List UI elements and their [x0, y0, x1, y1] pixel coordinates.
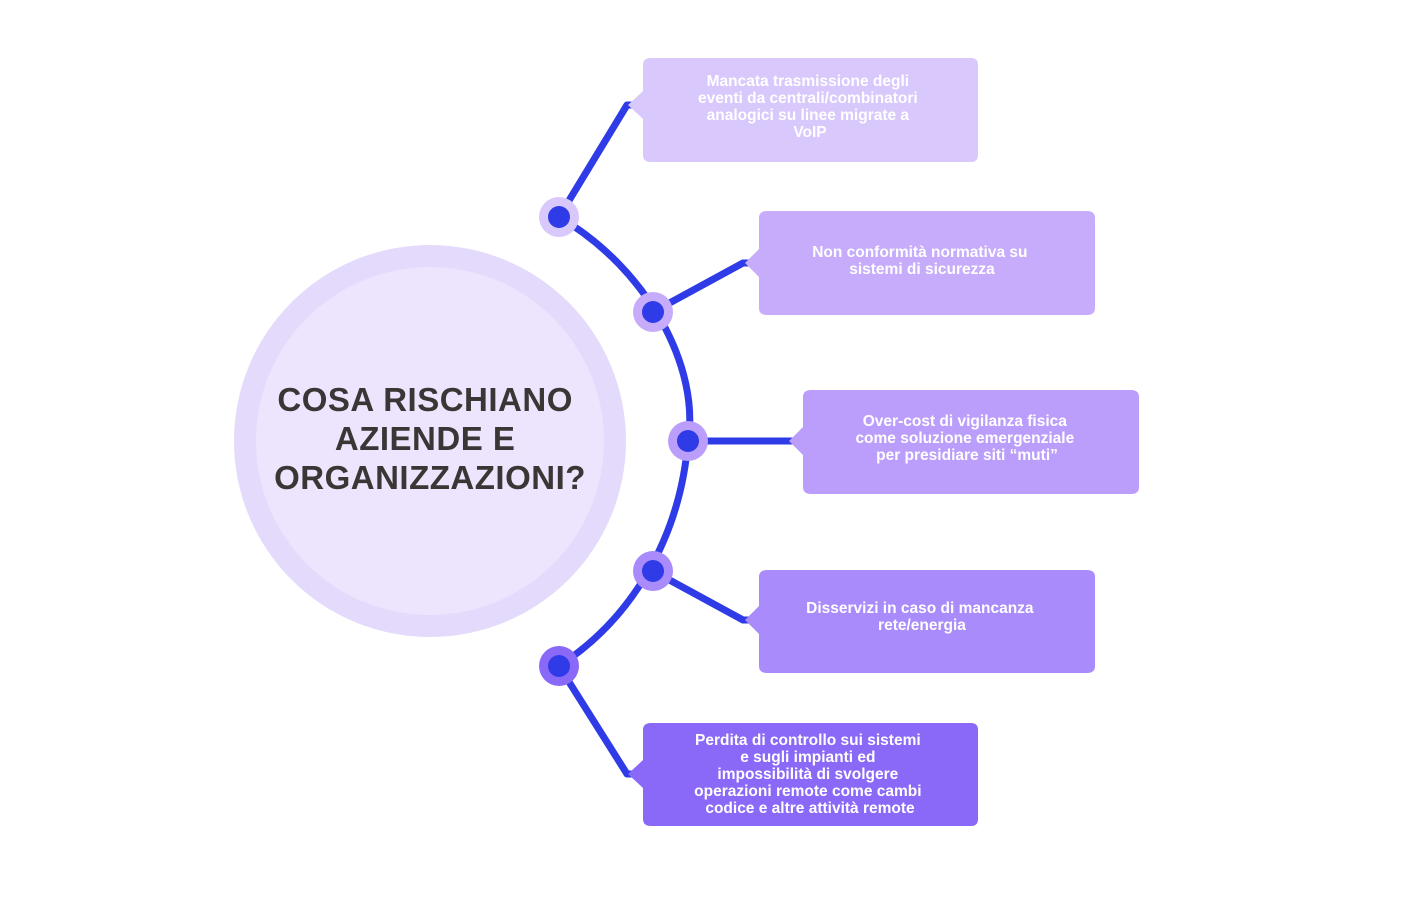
risk-box-shape [745, 570, 1095, 673]
risk-line: Non conformità normativa su [812, 244, 1027, 261]
node-dot [548, 206, 570, 228]
node-dot [548, 655, 570, 677]
risk-text-4: Disservizi in caso di mancanza rete/ener… [806, 600, 1038, 634]
risk-line: operazioni remote come cambi [694, 783, 921, 800]
node-dot [642, 560, 664, 582]
node-3 [668, 421, 708, 461]
node-4 [633, 551, 673, 591]
risk-line: Disservizi in caso di mancanza [806, 600, 1034, 617]
risk-line: VoIP [793, 124, 826, 141]
risk-line: come soluzione emergenziale [855, 430, 1074, 447]
center-circle-inner [256, 267, 604, 615]
title-line: AZIENDE E [335, 420, 516, 457]
risk-text-5: Perdita di controllo sui sistemi e sugli… [694, 732, 926, 817]
risk-line: Over-cost di vigilanza fisica [863, 413, 1068, 430]
connector-1 [555, 101, 647, 221]
risk-box-1: Mancata trasmissione degli eventi da cen… [628, 58, 978, 162]
risk-line: codice e altre attività remote [705, 800, 915, 817]
risk-box-5: Perdita di controllo sui sistemi e sugli… [628, 723, 978, 826]
risk-line: analogici su linee migrate a [707, 107, 910, 124]
connector-5 [555, 662, 647, 778]
risk-box-4: Disservizi in caso di mancanza rete/ener… [745, 570, 1095, 673]
diagram-title: COSA RISCHIANO AZIENDE E ORGANIZZAZIONI? [274, 381, 586, 496]
node-dot [642, 301, 664, 323]
risk-box-3: Over-cost di vigilanza fisica come soluz… [789, 390, 1139, 494]
risk-box-2: Non conformità normativa su sistemi di s… [745, 211, 1095, 315]
risk-line: rete/energia [878, 617, 966, 634]
node-1 [539, 197, 579, 237]
title-line: COSA RISCHIANO [277, 381, 572, 418]
risk-text-2: Non conformità normativa su sistemi di s… [812, 244, 1032, 278]
node-5 [539, 646, 579, 686]
risk-line: Perdita di controllo sui sistemi [695, 732, 921, 749]
risk-box-shape [745, 211, 1095, 315]
title-line: ORGANIZZAZIONI? [274, 459, 586, 496]
risk-line: per presidiare siti “muti” [876, 447, 1058, 464]
risk-box-shape [628, 723, 978, 826]
risk-line: e sugli impianti ed [740, 749, 875, 766]
risk-text-1: Mancata trasmissione degli eventi da cen… [698, 73, 922, 141]
node-2 [633, 292, 673, 332]
risk-line: sistemi di sicurezza [849, 261, 995, 278]
risk-text-3: Over-cost di vigilanza fisica come soluz… [855, 413, 1078, 464]
risk-line: impossibilità di svolgere [717, 766, 898, 783]
risk-line: Mancata trasmissione degli [707, 73, 909, 90]
risk-box-shape [789, 390, 1139, 494]
risk-box-shape [628, 58, 978, 162]
risk-line: eventi da centrali/combinatori [698, 90, 918, 107]
node-dot [677, 430, 699, 452]
